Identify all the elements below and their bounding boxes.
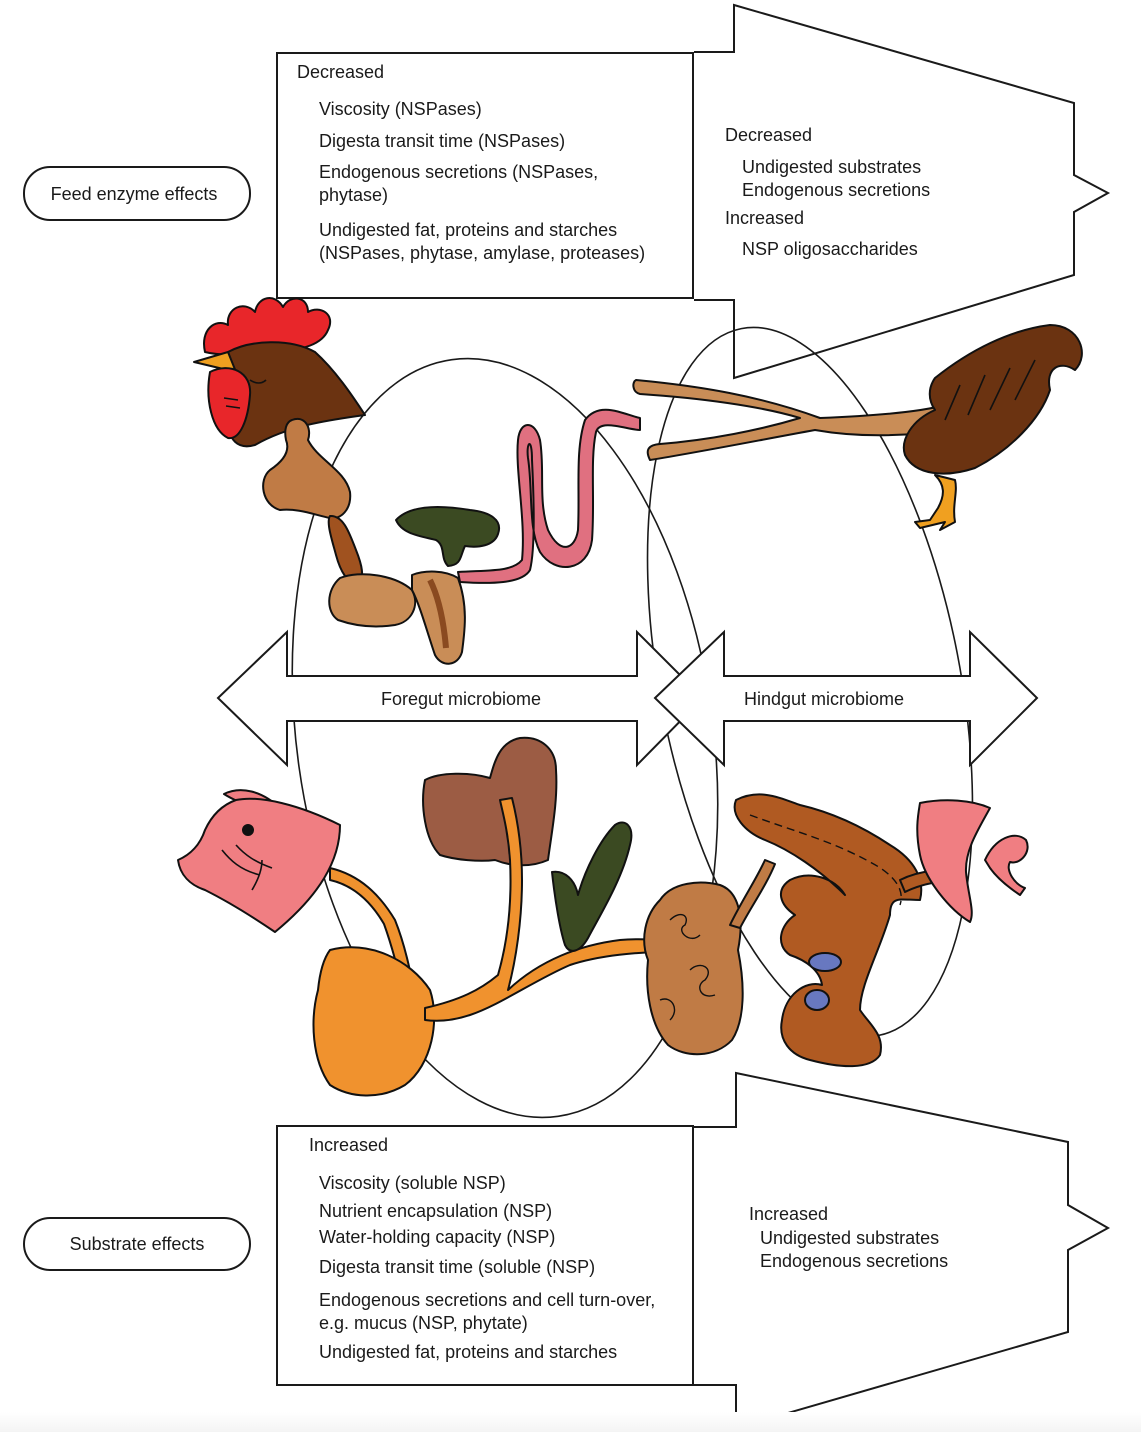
enzyme-arrow-decreased-item: Endogenous secretions xyxy=(742,180,930,200)
enzyme-box-item: Endogenous secretions (NSPases, xyxy=(319,162,598,182)
hindgut-microbiome-label: Hindgut microbiome xyxy=(744,689,904,709)
pig-colon xyxy=(735,794,922,1066)
pig-rear-illustration xyxy=(917,800,1027,922)
enzyme-box-item: Undigested fat, proteins and starches xyxy=(319,220,617,240)
enzyme-box-item: Digesta transit time (NSPases) xyxy=(319,131,565,151)
pig-head xyxy=(178,799,340,932)
chicken-rear-illustration xyxy=(904,325,1082,530)
chicken-ceca xyxy=(633,380,948,460)
substrate-arrow-heading: Increased xyxy=(749,1204,828,1224)
enzyme-box-item: phytase) xyxy=(319,185,388,205)
feed-enzyme-effects-pill: Feed enzyme effects xyxy=(24,167,250,220)
chicken-proventriculus xyxy=(329,516,362,583)
substrate-box-item: Endogenous secretions and cell turn-over… xyxy=(319,1290,655,1310)
substrate-box-item: Digesta transit time (soluble (NSP) xyxy=(319,1257,595,1277)
enzyme-arrow-decreased-item: Undigested substrates xyxy=(742,157,921,177)
substrate-effects-pill: Substrate effects xyxy=(24,1218,250,1270)
feed-enzyme-effects-label: Feed enzyme effects xyxy=(51,184,218,204)
pig-small-intestine xyxy=(644,883,742,1055)
substrate-arrow-item: Undigested substrates xyxy=(760,1228,939,1248)
enzyme-arrow-increased-item: NSP oligosaccharides xyxy=(742,239,918,259)
enzyme-box-item: Viscosity (NSPases) xyxy=(319,99,482,119)
chicken-gi-tract xyxy=(263,380,948,664)
bottom-edge xyxy=(0,1412,1141,1432)
pig-gi-tract xyxy=(314,738,965,1096)
foregut-microbiome-label: Foregut microbiome xyxy=(381,689,541,709)
substrate-arrow-item: Endogenous secretions xyxy=(760,1251,948,1271)
substrate-box-heading: Increased xyxy=(309,1135,388,1155)
chicken-liver xyxy=(396,507,499,566)
pig-liver xyxy=(423,738,556,865)
chicken-leg xyxy=(915,475,956,530)
chicken-pancreas-loop xyxy=(412,572,465,664)
enzyme-arrow-decreased-heading: Decreased xyxy=(725,125,812,145)
chicken-head-illustration xyxy=(194,298,365,446)
substrate-box-item: Water-holding capacity (NSP) xyxy=(319,1227,555,1247)
pig-stomach xyxy=(314,947,435,1095)
substrate-box-item: e.g. mucus (NSP, phytate) xyxy=(319,1313,528,1333)
pig-rump xyxy=(917,800,990,922)
enzyme-box-item: (NSPases, phytase, amylase, proteases) xyxy=(319,243,645,263)
substrate-effects-label: Substrate effects xyxy=(70,1234,205,1254)
chicken-intestine xyxy=(458,410,640,583)
enzyme-box-heading: Decreased xyxy=(297,62,384,82)
substrate-box-item: Nutrient encapsulation (NSP) xyxy=(319,1201,552,1221)
pig-caecum-tube xyxy=(730,860,775,928)
substrate-box-item: Undigested fat, proteins and starches xyxy=(319,1342,617,1362)
substrate-box-item: Viscosity (soluble NSP) xyxy=(319,1173,506,1193)
chicken-gizzard xyxy=(329,574,415,626)
pig-pancreas xyxy=(552,822,631,950)
pig-head-illustration xyxy=(178,790,340,932)
pig-tail xyxy=(985,836,1028,895)
enzyme-arrow-increased-heading: Increased xyxy=(725,208,804,228)
chicken-tail xyxy=(904,325,1082,474)
